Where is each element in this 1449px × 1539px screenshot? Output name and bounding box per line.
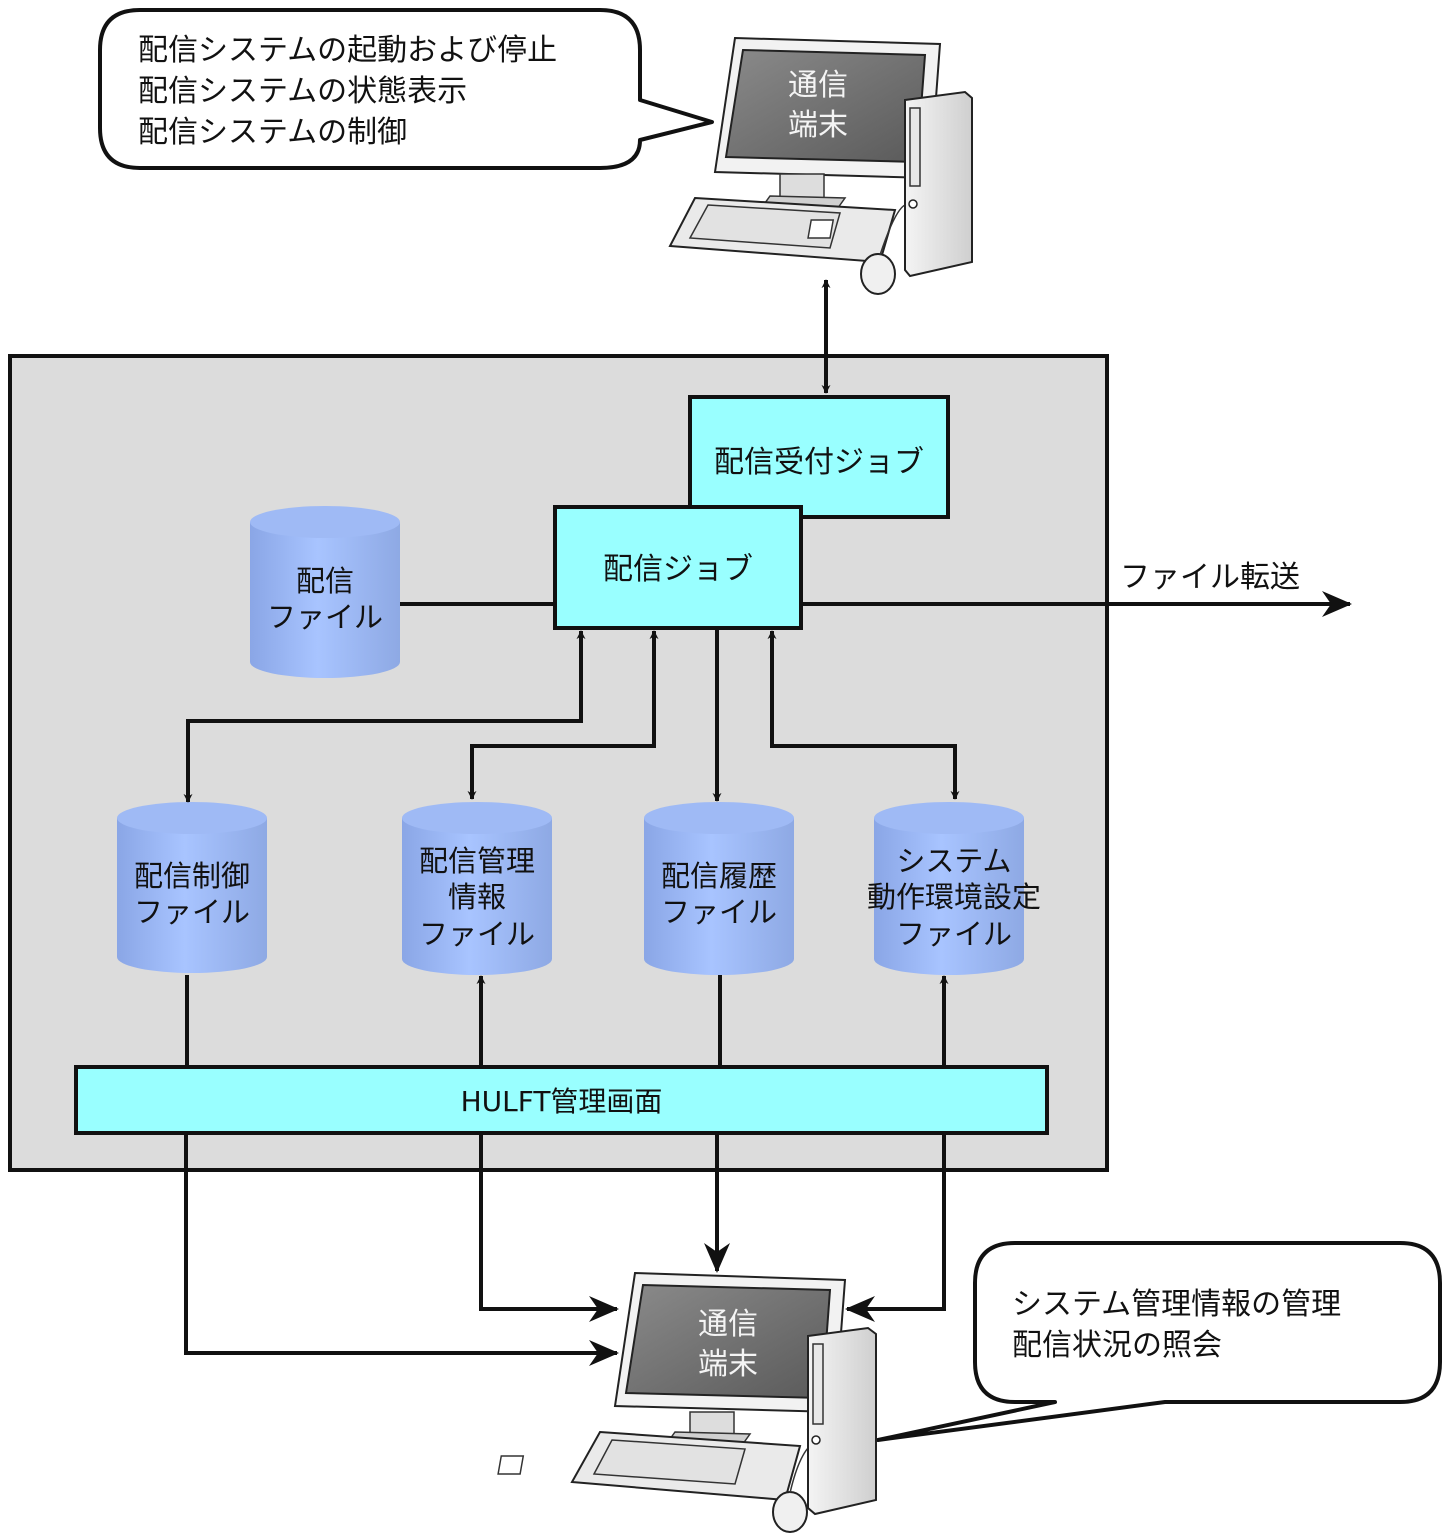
cylinder-management-file xyxy=(402,802,552,975)
cylinder-env-file xyxy=(874,802,1024,975)
top-callout-text: 配信システムの起動および停止 配信システムの状態表示 配信システムの制御 xyxy=(138,30,557,153)
receive-job-box[interactable]: 配信受付ジョブ xyxy=(688,395,950,519)
management-file-label-line: 情報 xyxy=(447,880,506,915)
control-file-label-line: ファイル xyxy=(133,895,250,930)
bottom-callout-line: 配信状況の照会 xyxy=(1012,1328,1222,1363)
management-file-label-line: 配信管理 xyxy=(418,844,535,878)
history-file-label-line: ファイル xyxy=(660,895,777,930)
delivery-file-label: 配信 ファイル xyxy=(250,563,400,636)
bottom-terminal-label-line1: 通信 xyxy=(698,1307,758,1342)
connector-job-management xyxy=(467,630,659,800)
top-terminal-computer-icon xyxy=(668,36,973,295)
delivery-file-label-line: ファイル xyxy=(266,600,383,635)
connector-admin-terminal-1 xyxy=(184,1132,619,1366)
delivery-job-box[interactable]: 配信ジョブ xyxy=(553,505,803,630)
bottom-terminal-computer-icon xyxy=(497,1271,877,1533)
top-callout-bubble xyxy=(98,8,714,170)
env-file-label: システム 動作環境設定 ファイル xyxy=(849,843,1059,952)
top-terminal-label-line1: 通信 xyxy=(788,68,848,103)
file-transfer-label: ファイル転送 xyxy=(1120,560,1300,595)
history-file-label: 配信履歴 ファイル xyxy=(644,858,794,931)
hulft-admin-screen-label: HULFT管理画面 xyxy=(460,1085,663,1118)
delivery-file-label-line: 配信 xyxy=(295,564,354,598)
top-callout-line: 配信システムの制御 xyxy=(138,115,408,150)
connector-job-env xyxy=(767,630,960,800)
history-file-label-line: 配信履歴 xyxy=(660,859,777,893)
top-callout-line: 配信システムの起動および停止 xyxy=(138,33,558,68)
bottom-callout-bubble xyxy=(876,1241,1442,1442)
top-terminal-label-line2: 端末 xyxy=(788,108,848,143)
bottom-callout-text: システム管理情報の管理 配信状況の照会 xyxy=(1012,1284,1341,1366)
top-terminal-label: 通信 端末 xyxy=(768,66,868,146)
management-file-label-line: ファイル xyxy=(418,916,535,951)
delivery-job-label: 配信ジョブ xyxy=(603,551,753,587)
env-file-label-line: 動作環境設定 xyxy=(866,880,1041,915)
top-callout-line: 配信システムの状態表示 xyxy=(138,74,468,109)
hulft-admin-screen-box[interactable]: HULFT管理画面 xyxy=(74,1065,1049,1135)
cylinder-history-file xyxy=(644,802,794,975)
receive-job-label: 配信受付ジョブ xyxy=(714,445,924,480)
management-file-label: 配信管理 情報 ファイル xyxy=(402,843,552,952)
env-file-label-line: システム xyxy=(896,844,1012,878)
connector-admin-terminal-2 xyxy=(479,1132,619,1322)
bottom-terminal-label-line2: 端末 xyxy=(698,1347,758,1382)
env-file-label-line: ファイル xyxy=(895,916,1012,951)
control-file-label: 配信制御 ファイル xyxy=(117,858,267,931)
bottom-terminal-label: 通信 端末 xyxy=(678,1305,778,1385)
cylinder-control-file xyxy=(117,802,267,973)
bottom-callout-line: システム管理情報の管理 xyxy=(1012,1287,1342,1322)
connector-admin-terminal-4 xyxy=(845,1132,946,1322)
control-file-label-line: 配信制御 xyxy=(133,859,250,893)
